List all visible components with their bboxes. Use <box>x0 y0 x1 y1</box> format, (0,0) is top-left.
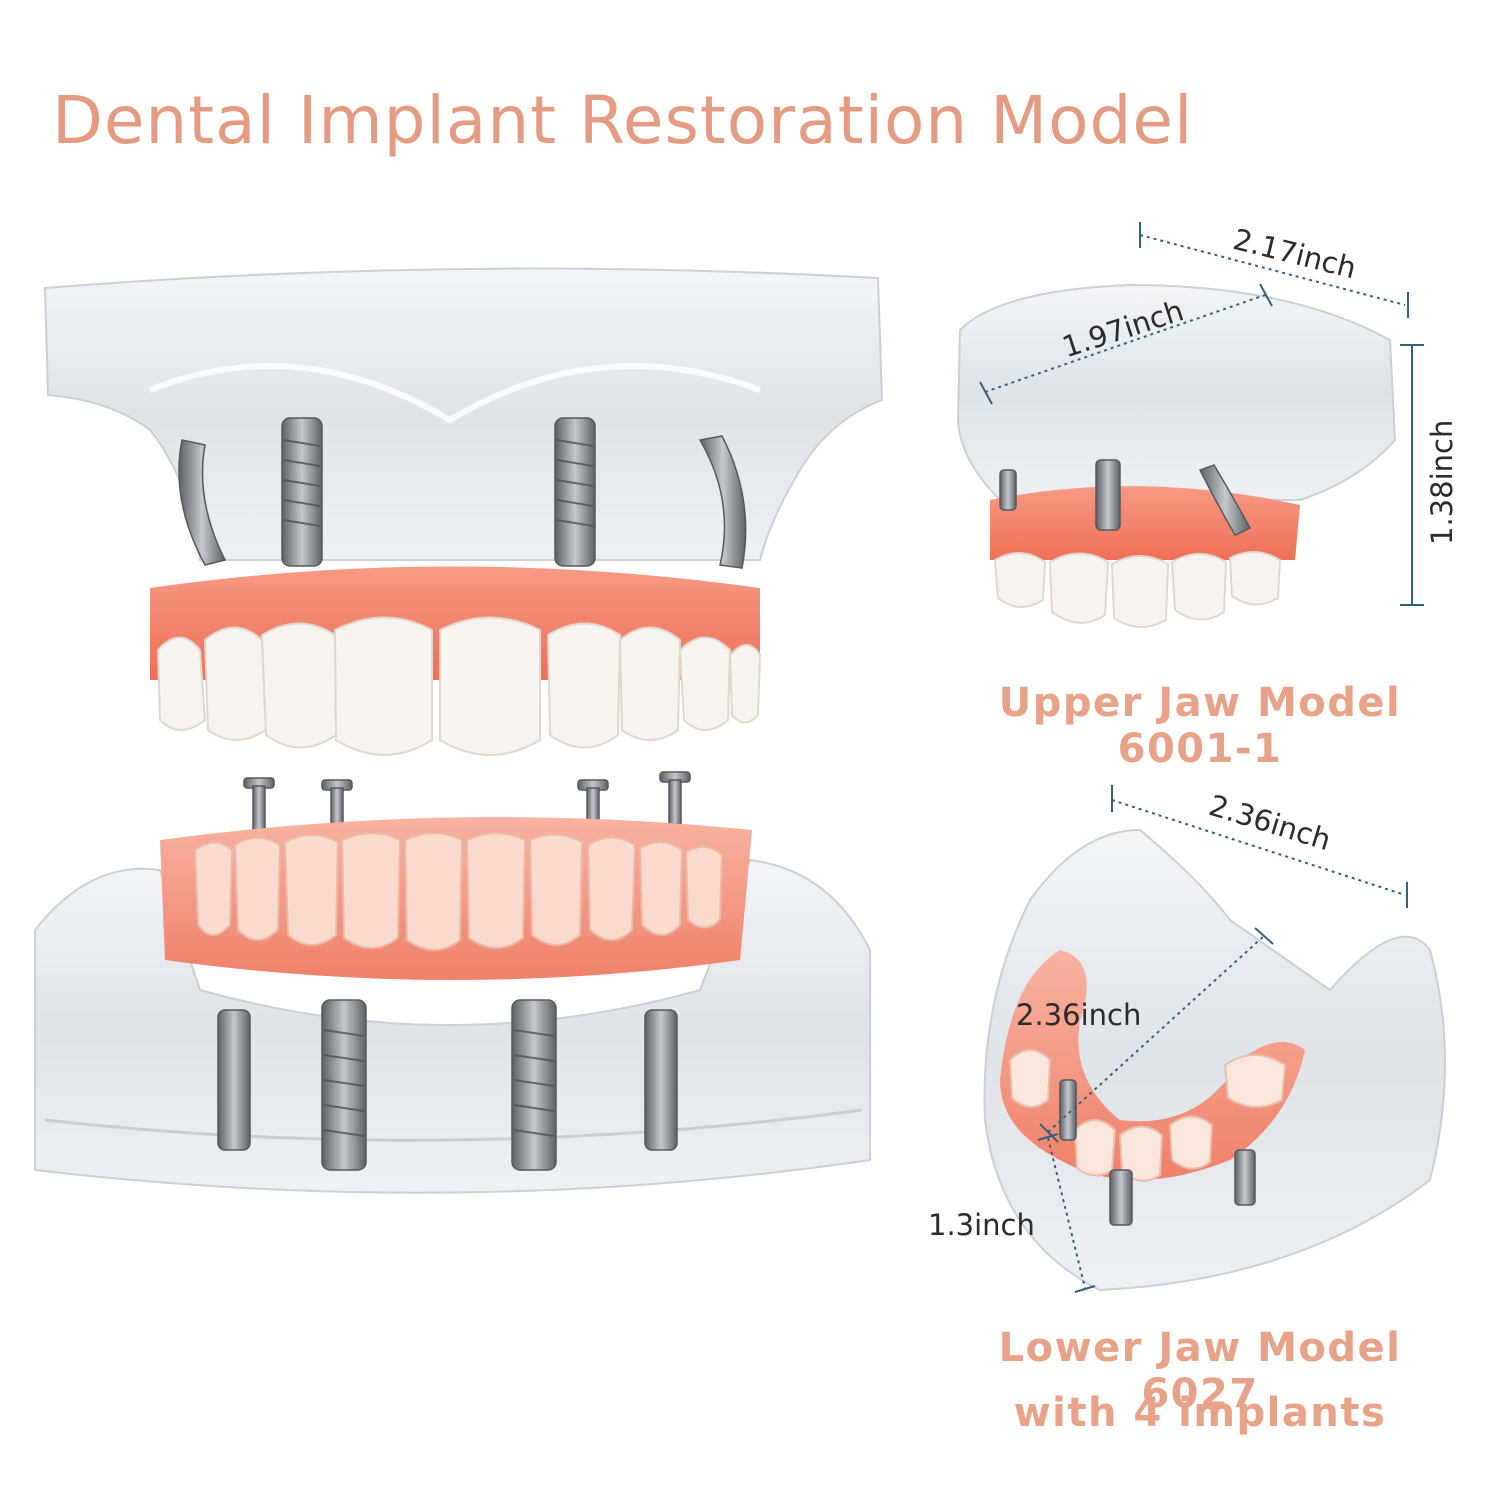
upper-jaw-main-model <box>43 267 884 756</box>
upper-height-label: 1.38inch <box>1425 419 1459 545</box>
upper-measure-lines <box>979 222 1424 606</box>
lower-jaw-caption-line2: with 4 implants <box>1013 1390 1387 1436</box>
lower-implants <box>217 999 678 1171</box>
lower-teeth <box>193 832 724 951</box>
lower-jaw-small-model <box>983 785 1446 1293</box>
upper-jaw-small-model <box>956 222 1424 628</box>
upper-teeth <box>156 616 762 756</box>
lower-measure-lines <box>1037 785 1408 1293</box>
upper-implants <box>178 417 747 569</box>
lower-jaw-main-model <box>34 771 871 1194</box>
page-title: Dental Implant Restoration Model <box>52 82 1194 159</box>
lower-height-label: 1.3inch <box>928 1208 1035 1242</box>
lower-jaw-caption-line1: Lower Jaw Model 6027 <box>998 1325 1402 1417</box>
upper-jaw-caption: Upper Jaw Model 6001-1 <box>998 680 1402 772</box>
lower-depth-label: 2.36inch <box>1016 998 1142 1032</box>
